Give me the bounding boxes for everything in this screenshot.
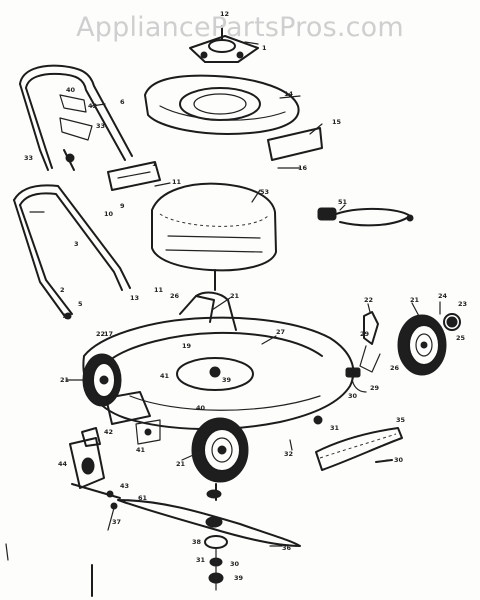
callout-40b: 40 — [196, 404, 206, 412]
callout-30c: 30 — [230, 560, 240, 568]
callout-43b: 43 — [120, 482, 129, 490]
callout-33b: 33 — [24, 154, 33, 162]
tool — [5, 543, 93, 597]
callout-39b: 39 — [234, 574, 244, 582]
callout-3: 3 — [74, 240, 79, 248]
deflector-plate — [267, 127, 323, 169]
callout-21b: 21 — [410, 296, 420, 304]
callout-15: 15 — [332, 118, 342, 126]
mower-deck — [82, 291, 355, 431]
callout-38: 38 — [192, 538, 202, 546]
callout-10: 10 — [104, 210, 114, 218]
callout-53: 53 — [260, 188, 269, 196]
rear-left-wheel — [82, 353, 122, 407]
callout-36: 36 — [282, 544, 292, 552]
callout-14: 14 — [284, 90, 294, 98]
callout-11b: 11 — [154, 286, 164, 294]
cutting-blade — [117, 483, 301, 547]
callout-9: 9 — [120, 202, 125, 210]
leader-lines — [65, 41, 421, 547]
callout-11: 11 — [172, 178, 182, 186]
callout-6: 6 — [120, 98, 125, 106]
callout-33: 33 — [96, 122, 105, 130]
callout-31b: 31 — [196, 556, 206, 564]
callout-29: 29 — [370, 384, 380, 392]
callout-42: 42 — [104, 428, 113, 436]
callout-labels: 12 1 14 15 16 40 43 6 33 3 11 1 33 10 9 … — [24, 10, 467, 582]
callout-30b: 30 — [394, 456, 404, 464]
engine-block — [151, 182, 277, 291]
callout-35: 35 — [396, 416, 406, 424]
callout-21c: 21 — [60, 376, 70, 384]
callout-44: 44 — [58, 460, 68, 468]
callout-1b: 1 — [152, 160, 157, 168]
callout-27: 27 — [276, 328, 285, 336]
left-bottom-parts — [69, 427, 121, 510]
height-adjuster — [345, 311, 381, 393]
callout-40: 40 — [66, 86, 76, 94]
callout-22: 22 — [96, 330, 105, 338]
blade-adapter-stack — [204, 535, 228, 591]
callout-41b: 41 — [136, 446, 146, 454]
rear-right-wheel — [397, 314, 447, 376]
callout-31: 31 — [330, 424, 340, 432]
callout-26b: 26 — [390, 364, 400, 372]
callout-25: 25 — [456, 334, 466, 342]
engine-cap — [189, 25, 259, 63]
callout-30: 30 — [348, 392, 358, 400]
callout-2: 2 — [60, 286, 65, 294]
callout-16: 16 — [298, 164, 308, 172]
callout-32: 32 — [284, 450, 293, 458]
control-bracket — [107, 161, 161, 191]
callout-37: 37 — [112, 518, 121, 526]
callout-22b: 22 — [364, 296, 373, 304]
spark-wire — [317, 207, 414, 227]
callout-24: 24 — [438, 292, 448, 300]
callout-41: 41 — [160, 372, 170, 380]
rear-baffle — [105, 391, 161, 445]
callout-5: 5 — [78, 300, 83, 308]
callout-13: 13 — [130, 294, 139, 302]
callout-19: 19 — [182, 342, 192, 350]
callout-61: 61 — [138, 494, 148, 502]
callout-26: 26 — [170, 292, 180, 300]
callout-21d: 21 — [176, 460, 186, 468]
side-chute — [313, 415, 403, 471]
callout-1: 1 — [262, 44, 267, 52]
callout-21: 21 — [230, 292, 240, 300]
engine-shroud — [144, 74, 300, 135]
callout-51: 51 — [338, 198, 348, 206]
callout-12: 12 — [220, 10, 229, 18]
callout-7: 7 — [62, 312, 67, 320]
upper-handle — [19, 64, 133, 171]
callout-29b: 29 — [360, 330, 370, 338]
callout-43: 43 — [88, 102, 97, 110]
callout-23: 23 — [458, 300, 467, 308]
callout-17: 17 — [104, 330, 113, 338]
lower-handle — [13, 184, 131, 320]
callout-39: 39 — [222, 376, 232, 384]
front-wheel — [191, 417, 249, 483]
wheel-hardware — [439, 301, 461, 331]
